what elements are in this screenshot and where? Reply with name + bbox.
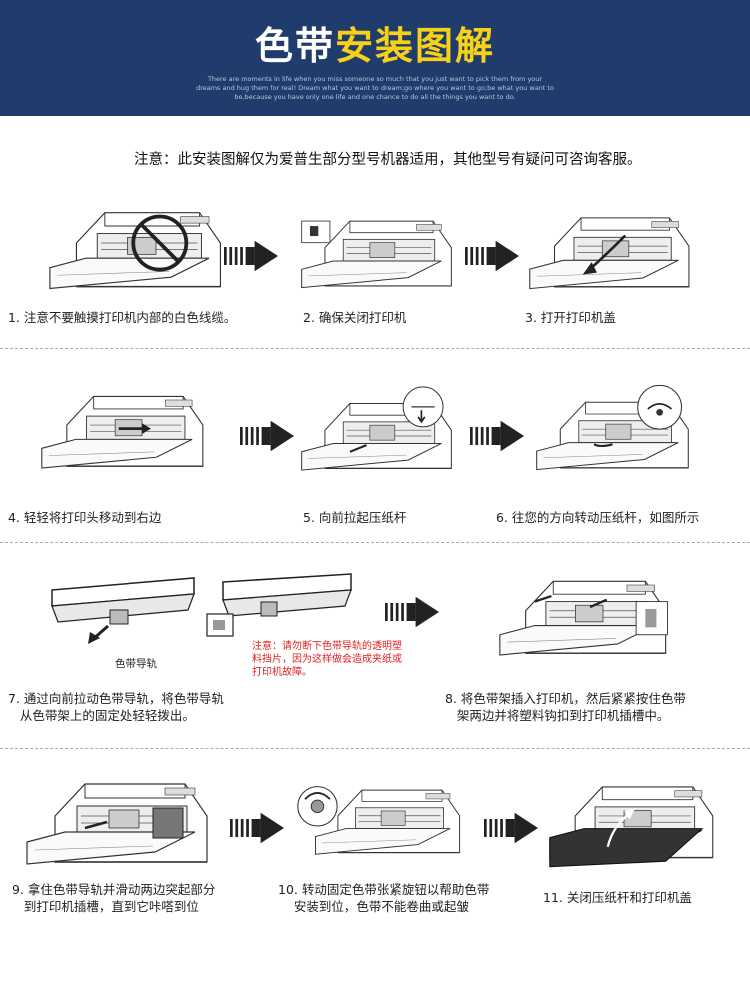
header-banner: 色带安装图解 There are moments in life when yo… xyxy=(0,0,750,116)
step-7-ribbon-illustration xyxy=(51,577,195,644)
step-7-caption: 7. 通过向前拉动色带导轨，将色带导轨 从色带架上的固定处轻轻拨出。 xyxy=(8,691,224,723)
title-part-yellow: 安装图解 xyxy=(335,24,496,68)
step-2-illustration xyxy=(300,208,458,304)
step-10-caption: 10. 转动固定色带张紧旋钮以帮助色带 安装到位，色带不能卷曲或起皱 xyxy=(278,882,490,914)
header-subtitle: There are moments in life when you miss … xyxy=(150,75,600,102)
ribbon-guide-label: 色带导轨 xyxy=(115,658,157,670)
step-arrow-icon xyxy=(484,812,538,844)
page-title: 色带安装图解 xyxy=(0,22,750,70)
step-2-caption: 2. 确保关闭打印机 xyxy=(303,310,407,325)
step-8-illustration xyxy=(498,570,668,670)
step-4-caption: 4. 轻轻将打印头移动到右边 xyxy=(8,510,162,525)
step-arrow-icon xyxy=(470,420,524,452)
step-3-caption: 3. 打开打印机盖 xyxy=(525,310,616,325)
step-9-caption: 9. 拿住色带导轨并滑动两边突起部分 到打印机插槽，直到它咔嗒到位 xyxy=(12,882,216,914)
step-5-caption: 5. 向前拉起压纸杆 xyxy=(303,510,407,525)
step-arrow-icon xyxy=(465,240,519,272)
subtitle-line: dreams and hug them for real! Dream what… xyxy=(196,84,554,92)
warning-text: 注意：请勿断下色带导轨的透明塑料挡片，因为这样做会造成夹纸或打印机故障。 xyxy=(252,641,402,678)
step-3-illustration xyxy=(528,205,696,305)
step-8-caption: 8. 将色带架插入打印机，然后紧紧按住色带 架两边并将塑料钩扣到打印机插槽中。 xyxy=(445,691,686,723)
step-6-caption: 6. 往您的方向转动压纸杆，如图所示 xyxy=(496,510,700,525)
step-1-caption: 1. 注意不要触摸打印机内部的白色线缆。 xyxy=(8,310,237,325)
compatibility-note: 注意：此安装图解仅为爱普生部分型号机器适用，其他型号有疑问可咨询客服。 xyxy=(134,152,642,168)
row-divider xyxy=(0,542,750,543)
step-7-detail-illustration xyxy=(206,573,352,637)
step-9-illustration xyxy=(25,776,215,876)
step-arrow-icon xyxy=(385,596,439,628)
step-arrow-icon xyxy=(224,240,278,272)
step-11-caption: 11. 关闭压纸杆和打印机盖 xyxy=(543,890,692,905)
step-10-illustration xyxy=(297,786,461,855)
subtitle-line: There are moments in life when you miss … xyxy=(207,75,543,83)
row-divider xyxy=(0,748,750,749)
step-4-illustration xyxy=(40,384,210,484)
step-1-illustration xyxy=(48,205,228,300)
step-arrow-icon xyxy=(230,812,284,844)
subtitle-line: be,because you have only one life and on… xyxy=(234,93,516,101)
title-part-white: 色带 xyxy=(254,24,335,68)
step-5-illustration xyxy=(301,386,452,471)
step-11-illustration xyxy=(548,774,720,868)
step-arrow-icon xyxy=(240,420,294,452)
step-6-illustration xyxy=(536,384,689,471)
row-divider xyxy=(0,348,750,349)
